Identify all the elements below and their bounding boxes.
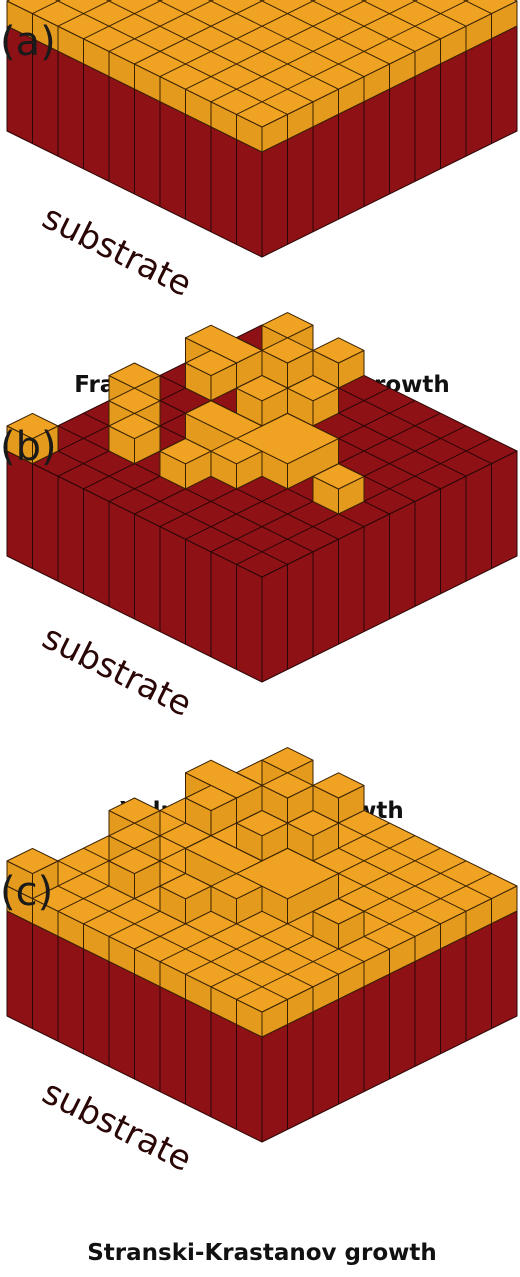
island-top-face — [287, 375, 339, 402]
island-top-face — [312, 337, 365, 364]
island-top-face — [108, 847, 161, 875]
island-top-face — [312, 463, 365, 490]
film-grid-line — [32, 872, 288, 1000]
film-grid-line — [411, 0, 467, 27]
island-top-face — [6, 412, 59, 440]
panel-c: (c) substrate Stranski-Krastanov growth — [0, 747, 518, 1266]
island-top-face — [261, 337, 314, 364]
island-top-face — [287, 810, 339, 837]
island-top-face — [236, 375, 288, 402]
film-grid-line — [236, 0, 470, 115]
film-grid-line — [83, 0, 164, 40]
film-grid-line — [54, 0, 288, 115]
island-top-face — [210, 873, 263, 900]
film-grid-line — [360, 0, 441, 40]
panel-a-letter: (a) — [0, 19, 56, 65]
film-grid-line — [57, 0, 113, 27]
panel-b-letter: (b) — [0, 424, 57, 470]
film-grid-line — [159, 0, 317, 78]
island-top-face — [108, 412, 161, 440]
film-grid-line — [207, 0, 365, 78]
film-top-face — [6, 0, 518, 128]
island-top-face — [185, 784, 237, 812]
substrate-grid-line — [32, 437, 288, 565]
island-top-face — [210, 438, 263, 465]
film-grid-line — [108, 0, 215, 52]
island-top-face — [185, 349, 237, 377]
panel-a-block — [6, 0, 518, 258]
film-grid-line — [134, 0, 266, 65]
island-top-face — [261, 772, 314, 799]
island-top-face — [159, 438, 212, 465]
film-grid-line — [156, 0, 339, 90]
island-top-face — [236, 847, 339, 900]
film-grid-line — [185, 0, 368, 90]
panel-b: (b) substrate Volmer-Weber growth — [0, 312, 518, 824]
island-top-face — [159, 873, 212, 900]
film-grid-line — [105, 0, 314, 103]
film-grid-line — [309, 0, 416, 52]
panel-c-caption: Stranski-Krastanov growth — [87, 1240, 437, 1266]
panel-b-block — [6, 312, 518, 683]
island-top-face — [312, 772, 365, 799]
island-top-face — [6, 847, 59, 875]
film-grid-line — [210, 0, 419, 103]
island-top-face — [312, 898, 365, 925]
panel-c-block — [6, 747, 518, 1143]
island-top-face — [236, 810, 288, 837]
panel-c-letter: (c) — [0, 869, 53, 915]
